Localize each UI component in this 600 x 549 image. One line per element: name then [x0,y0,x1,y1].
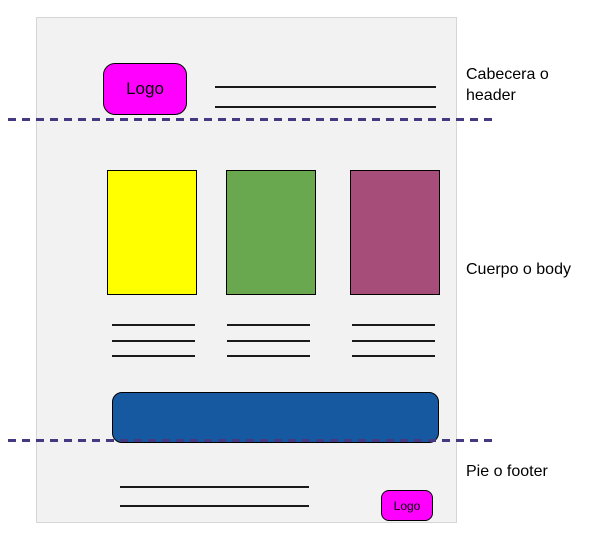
body-text-line [112,355,195,357]
annotation-header: Cabecera o header [466,66,549,104]
body-text-line [352,355,435,357]
body-text-line [227,324,310,326]
body-footer-divider [8,439,492,442]
footer-text-line [120,505,309,507]
body-text-line [352,324,435,326]
annotation-body: Cuerpo o body [466,261,571,278]
header-text-line [215,106,436,108]
body-text-line [112,340,195,342]
body-text-line [112,324,195,326]
body-text-line [352,340,435,342]
blue-banner [112,392,439,443]
body-column-purple [350,170,440,295]
webpage-mockup: Logo Logo [36,17,457,523]
body-column-yellow [107,170,197,295]
footer-text-line [120,486,309,488]
annotation-footer: Pie o footer [466,463,548,480]
footer-logo: Logo [381,490,433,521]
header-text-line [215,86,436,88]
header-body-divider [8,118,492,121]
body-text-line [227,340,310,342]
header-logo: Logo [103,63,187,115]
body-column-green [226,170,316,295]
body-text-line [227,355,310,357]
